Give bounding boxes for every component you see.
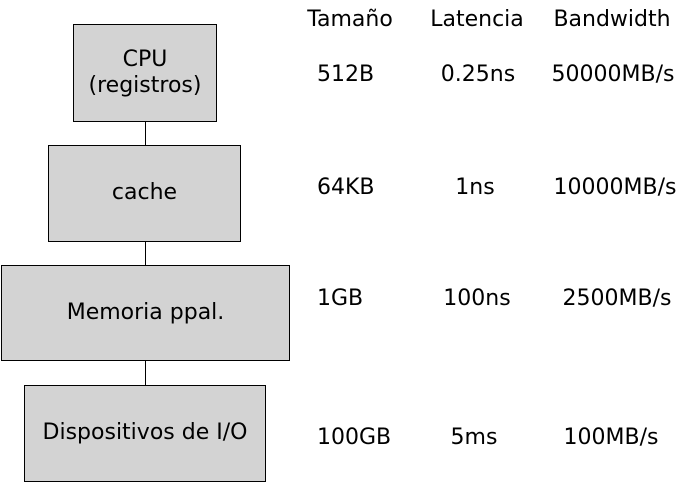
level-label-io: Dispositivos de I/O [42,420,248,446]
header-latency: Latencia [430,7,524,32]
level-label-memory: Memoria ppal. [66,299,225,325]
header-bandwidth: Bandwidth [553,7,671,32]
level-box-memory: Memoria ppal. [1,265,290,361]
cell-latency-io: 5ms [450,425,498,450]
header-size: Tamaño [307,7,393,32]
connector-cpu-cache [145,121,146,145]
connector-cache-memory [145,241,146,265]
cell-latency-cache: 1ns [455,175,495,200]
cell-bandwidth-cache: 10000MB/s [553,175,677,200]
level-label-cpu-line1: CPU [122,46,168,72]
cell-size-memory: 1GB [317,286,364,311]
cell-size-cache: 64KB [317,175,375,200]
cell-latency-cpu: 0.25ns [440,62,516,87]
cell-bandwidth-memory: 2500MB/s [562,286,672,311]
cell-bandwidth-io: 100MB/s [563,425,659,450]
level-label-cpu-line2: (registros) [88,73,202,98]
level-box-cpu: CPU (registros) [73,24,217,122]
cell-size-io: 100GB [317,425,392,450]
cell-bandwidth-cpu: 50000MB/s [551,62,675,87]
level-box-cache: cache [48,145,241,242]
cell-latency-memory: 100ns [443,286,511,311]
connector-memory-io [145,360,146,385]
level-box-io: Dispositivos de I/O [24,385,266,482]
level-label-cache: cache [111,180,178,206]
cell-size-cpu: 512B [317,62,375,87]
